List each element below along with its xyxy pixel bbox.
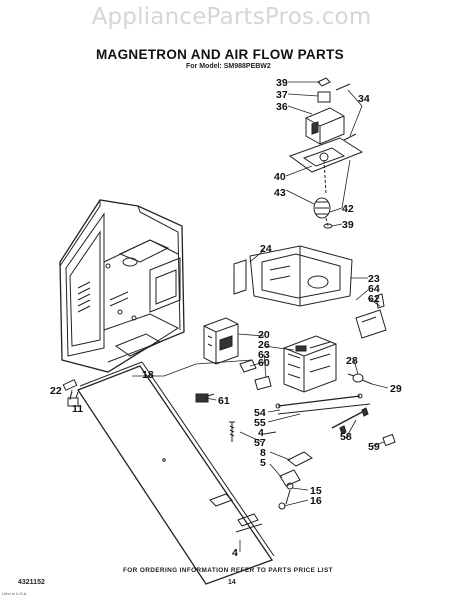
bottom-plate xyxy=(77,361,275,585)
document-number: 4321152 xyxy=(18,579,45,586)
callout-37: 37 xyxy=(276,89,288,101)
fan-motor-assembly xyxy=(288,77,364,229)
callout-43: 43 xyxy=(274,187,286,199)
thermostat-part xyxy=(347,373,373,385)
callout-55: 55 xyxy=(254,417,266,429)
callout-59: 59 xyxy=(368,441,380,453)
callout-26: 26 xyxy=(258,339,270,351)
callout-leader-lines xyxy=(69,81,389,552)
duct-bracket-part xyxy=(355,293,387,339)
model-subtitle: For Model: SM988PEBW2 xyxy=(186,63,271,70)
fuse-part xyxy=(382,433,396,447)
wire-harness-parts xyxy=(263,393,371,435)
callout-4-mid: 4 xyxy=(258,427,264,439)
callout-20: 20 xyxy=(258,329,270,341)
callout-42: 42 xyxy=(342,203,354,215)
callout-18: 18 xyxy=(142,369,154,381)
callout-58: 58 xyxy=(340,431,352,443)
callout-15: 15 xyxy=(310,485,322,497)
callout-54: 54 xyxy=(254,407,266,419)
page-number: 14 xyxy=(228,579,236,586)
callout-36: 36 xyxy=(276,101,288,113)
callout-62: 62 xyxy=(368,293,380,305)
callout-24: 24 xyxy=(260,243,272,255)
air-duct-part xyxy=(233,245,353,307)
callout-39-top: 39 xyxy=(276,77,288,89)
small-electrical-parts xyxy=(195,359,272,403)
screw-part xyxy=(229,421,235,442)
callout-8: 8 xyxy=(260,447,266,459)
callout-29: 29 xyxy=(390,383,402,395)
callout-labels: 39 37 36 34 40 43 42 39 24 23 64 62 20 2… xyxy=(50,77,402,559)
callout-60: 60 xyxy=(258,357,270,369)
callout-22: 22 xyxy=(50,385,62,397)
ordering-note: FOR ORDERING INFORMATION REFER TO PARTS … xyxy=(123,567,333,574)
magnetron-part xyxy=(283,335,337,393)
callout-39-bottom: 39 xyxy=(342,219,354,231)
callout-57: 57 xyxy=(254,437,266,449)
callout-34: 34 xyxy=(358,93,370,105)
page-title: MAGNETRON AND AIR FLOW PARTS xyxy=(96,47,344,62)
watermark: AppliancePartsPros.com xyxy=(91,4,372,30)
callout-63: 63 xyxy=(258,349,270,361)
callout-16: 16 xyxy=(310,495,322,507)
callout-11: 11 xyxy=(72,403,83,415)
lamp-socket-parts xyxy=(235,451,313,533)
callout-4-bottom: 4 xyxy=(232,547,238,559)
callout-23: 23 xyxy=(368,273,380,285)
callout-5: 5 xyxy=(260,457,266,469)
cabinet-chassis xyxy=(59,199,185,373)
callout-61: 61 xyxy=(218,395,230,407)
callout-64: 64 xyxy=(368,283,380,295)
transformer-part xyxy=(203,317,239,365)
callout-28: 28 xyxy=(346,355,358,367)
fine-print-left: Litho in U.S.A. xyxy=(2,591,28,596)
callout-40: 40 xyxy=(274,171,286,183)
